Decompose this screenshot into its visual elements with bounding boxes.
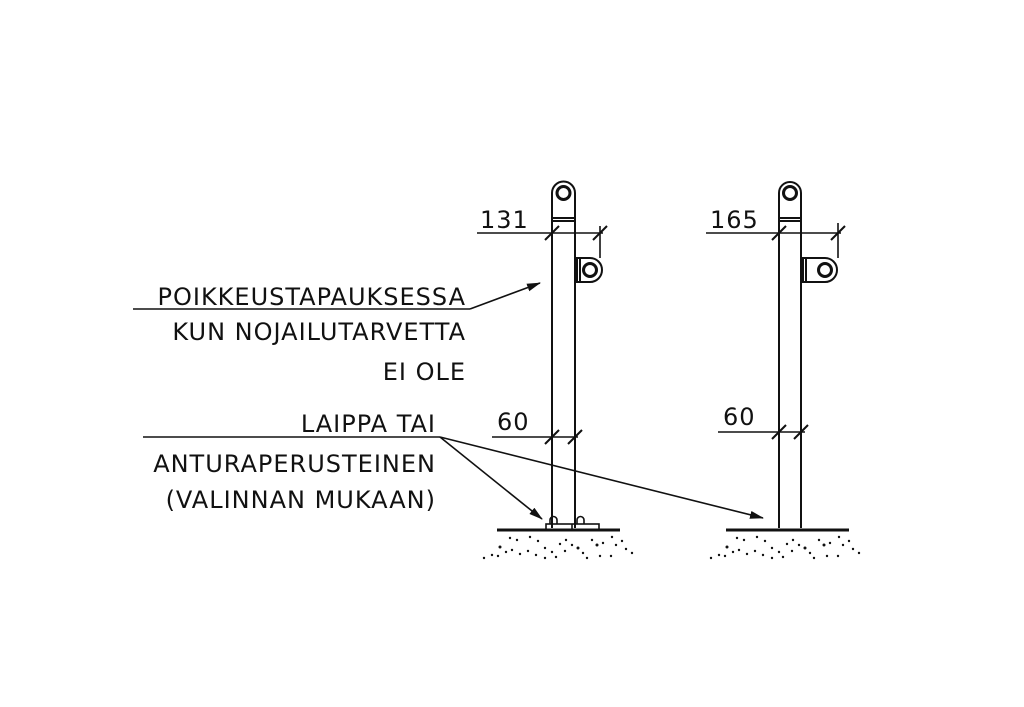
- dimension-60-right: 60: [718, 403, 809, 440]
- exception-note: POIKKEUSTAPAUKSESSA KUN NOJAILUTARVETTA …: [133, 282, 541, 386]
- handrail-ring-icon: [582, 262, 598, 278]
- ground-hatching: [482, 535, 861, 560]
- leader-arrow: [439, 436, 543, 520]
- base-note: LAIPPA TAI ANTURAPERUSTEINEN (VALINNAN M…: [143, 410, 764, 520]
- right-post: [778, 181, 838, 528]
- dimension-165: 165: [706, 206, 846, 258]
- dimension-131: 131: [477, 206, 608, 258]
- note-line: (VALINNAN MUKAAN): [166, 486, 436, 514]
- top-rail-ring-icon: [555, 185, 572, 201]
- top-rail-ring-icon: [782, 185, 798, 201]
- dimension-label: 60: [497, 408, 530, 436]
- leader-arrow: [439, 436, 764, 519]
- note-line: KUN NOJAILUTARVETTA: [172, 318, 466, 346]
- left-post: [545, 180, 603, 531]
- handrail-ring-icon: [817, 262, 833, 278]
- dimension-label: 60: [723, 403, 756, 431]
- dimension-label: 131: [480, 206, 529, 234]
- note-line: LAIPPA TAI: [301, 410, 436, 438]
- dimension-label: 165: [710, 206, 759, 234]
- note-line: POIKKEUSTAPAUKSESSA: [158, 283, 467, 311]
- note-line: ANTURAPERUSTEINEN: [153, 450, 436, 478]
- note-line: EI OLE: [383, 358, 466, 386]
- leader-arrow: [469, 282, 541, 310]
- dimension-60-left: 60: [492, 408, 583, 445]
